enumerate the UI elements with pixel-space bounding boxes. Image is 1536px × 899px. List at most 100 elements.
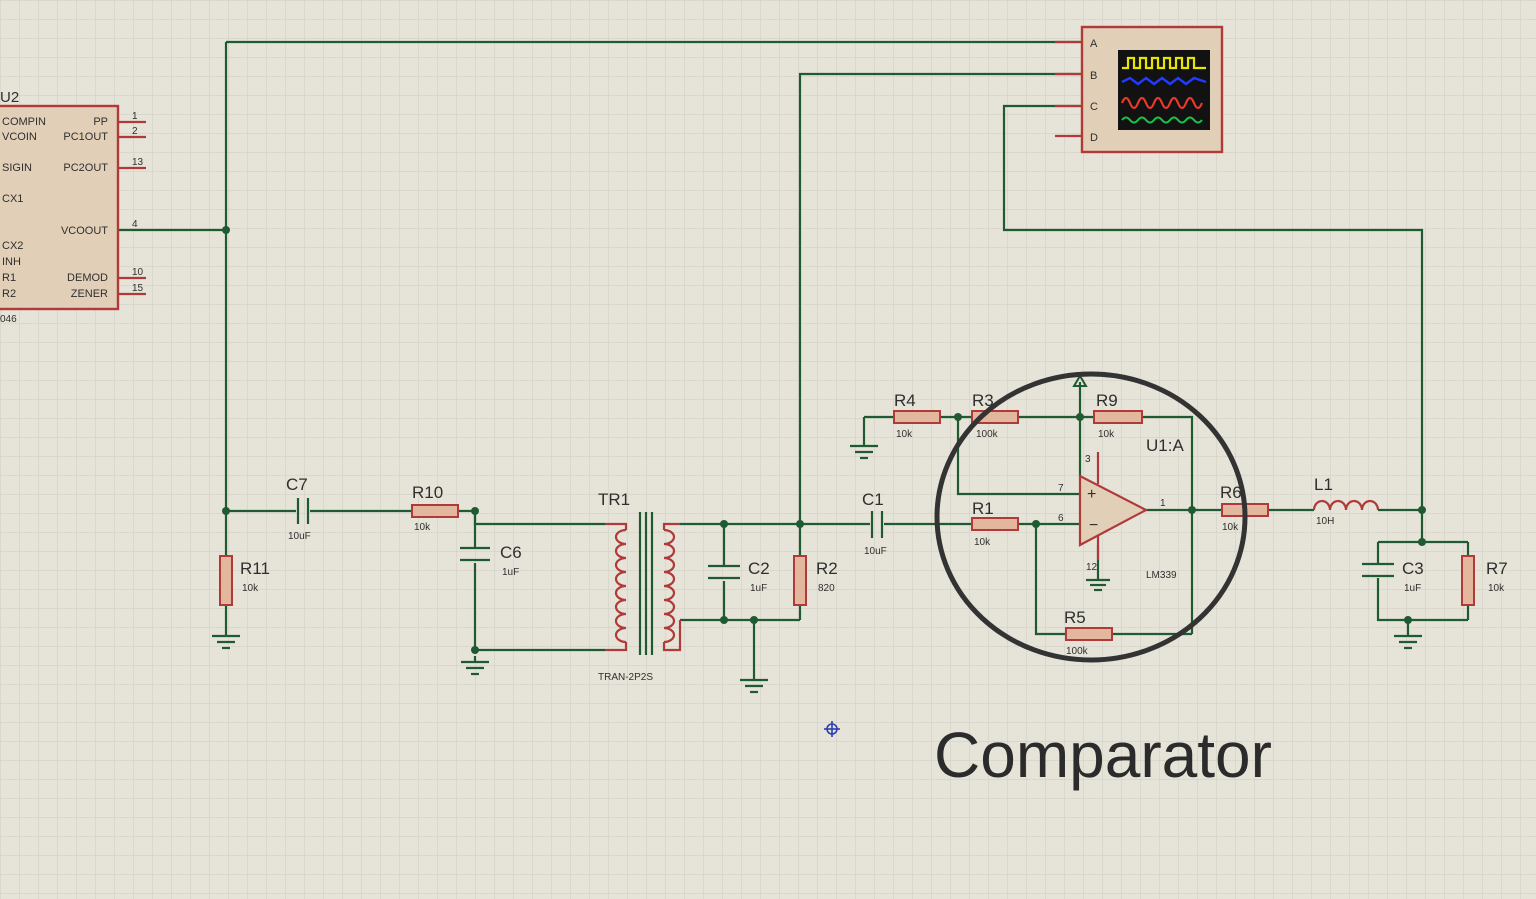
ic-u2-pinnum-13: 13	[132, 157, 144, 168]
capacitor-c6[interactable]: C6 1uF	[460, 543, 522, 578]
ic-u2-pinnum-2: 2	[132, 126, 138, 137]
ground-symbol	[740, 678, 768, 694]
r5-label: R5	[1064, 608, 1086, 627]
scope-trace-a	[1122, 56, 1206, 70]
r9-value: 10k	[1098, 429, 1115, 440]
r10-label: R10	[412, 483, 443, 502]
resistor-r7[interactable]: R7 10k	[1461, 555, 1508, 606]
c6-value: 1uF	[502, 567, 519, 578]
opamp-pin-minus: 6	[1058, 513, 1064, 524]
ic-u2-pinnum-1: 1	[132, 111, 138, 122]
u1a-label: U1:A	[1146, 436, 1184, 455]
capacitor-c7[interactable]: C7 10uF	[286, 475, 311, 542]
ic-u2-pinnum-4: 4	[132, 219, 138, 230]
ground-symbol	[212, 628, 240, 650]
c6-label: C6	[500, 543, 522, 562]
ic-u2-pinnum-15: 15	[132, 283, 144, 294]
opamp-u1a[interactable]: + − 7 6 1 3 12 U1:A LM339	[1058, 374, 1184, 581]
junctions	[222, 226, 1426, 654]
ic-u2-pin-sigin: SIGIN	[2, 162, 32, 174]
r4-label: R4	[894, 391, 916, 410]
ic-u2-part-suffix: 046	[0, 314, 17, 325]
scope-channel-d: D	[1090, 132, 1098, 144]
r6-value: 10k	[1222, 522, 1239, 533]
comparator-annotation: Comparator	[934, 719, 1272, 791]
r4-value: 10k	[896, 429, 913, 440]
ic-u2-pin-inh: INH	[2, 256, 21, 268]
ic-u2-pin-r2: R2	[2, 288, 16, 300]
r1-label: R1	[972, 499, 994, 518]
resistor-r10[interactable]: R10 10k	[411, 483, 459, 533]
opamp-supply-arrow	[1072, 374, 1088, 387]
tr1-label: TR1	[598, 490, 630, 509]
transformer-tr1[interactable]: TR1 TRAN-2P2S	[598, 490, 682, 683]
r9-label: R9	[1096, 391, 1118, 410]
oscilloscope[interactable]: A B C D	[1055, 25, 1224, 154]
resistor-r1[interactable]: R1 10k	[971, 499, 1019, 548]
opamp-pin-vcc: 3	[1085, 454, 1091, 465]
r1-value: 10k	[974, 537, 991, 548]
ground-symbol	[461, 656, 489, 676]
c7-label: C7	[286, 475, 308, 494]
comparator-highlight-circle	[934, 371, 1248, 663]
r2-value: 820	[818, 583, 835, 594]
ic-u2-pin-demod: DEMOD	[67, 272, 108, 284]
scope-trace-d	[1121, 116, 1203, 124]
ic-u2-pin-cx2: CX2	[2, 240, 23, 252]
r3-value: 100k	[976, 429, 999, 440]
tr1-value: TRAN-2P2S	[598, 672, 653, 683]
resistor-r9[interactable]: R9 10k	[1093, 391, 1143, 440]
r11-value: 10k	[242, 583, 259, 594]
scope-channel-c: C	[1090, 101, 1098, 113]
r7-value: 10k	[1488, 583, 1505, 594]
ground-symbol	[1394, 634, 1422, 650]
resistor-r5[interactable]: R5 100k	[1064, 608, 1113, 657]
opamp-minus-sign: −	[1089, 517, 1098, 534]
r6-label: R6	[1220, 483, 1242, 502]
opamp-pin-gnd: 12	[1086, 562, 1098, 573]
capacitor-c1[interactable]: C1 10uF	[862, 490, 887, 557]
l1-label: L1	[1314, 475, 1333, 494]
ground-symbol	[1086, 578, 1110, 592]
c2-label: C2	[748, 559, 770, 578]
r7-label: R7	[1486, 559, 1508, 578]
ic-u2-pin-vcoout: VCOOUT	[61, 225, 108, 237]
r5-value: 100k	[1066, 646, 1089, 657]
scope-channel-b: B	[1090, 70, 1097, 82]
resistor-r2[interactable]: R2 820	[793, 555, 838, 606]
u1a-value: LM339	[1146, 570, 1177, 581]
capacitor-c2[interactable]: C2 1uF	[708, 559, 770, 594]
ic-u2-pin-pc2out: PC2OUT	[63, 162, 108, 174]
l1-value: 10H	[1316, 516, 1334, 527]
r10-value: 10k	[414, 522, 431, 533]
ic-u2-pin-pp: PP	[93, 116, 108, 128]
ground-symbol	[850, 444, 878, 460]
wires	[118, 40, 1470, 680]
ic-u2-pin-pc1out: PC1OUT	[63, 131, 108, 143]
ic-u2-pin-cx1: CX1	[2, 193, 23, 205]
ic-u2-label: U2	[0, 89, 19, 106]
resistor-r11[interactable]: R11 10k	[219, 555, 270, 606]
c1-value: 10uF	[864, 546, 887, 557]
scope-channel-a: A	[1090, 38, 1098, 50]
crosshair-cursor-icon	[824, 721, 840, 737]
c2-value: 1uF	[750, 583, 767, 594]
ic-u2-pin-r1: R1	[2, 272, 16, 284]
scope-trace-c	[1120, 96, 1204, 110]
ic-u2[interactable]: U2 COMPIN VCOIN SIGIN CX1 CX2 INH R1 R2 …	[0, 89, 146, 325]
capacitor-c3[interactable]: C3 1uF	[1362, 559, 1424, 594]
ic-u2-pin-zener: ZENER	[71, 288, 108, 300]
ic-u2-pinnum-10: 10	[132, 267, 144, 278]
ic-u2-pin-vcoin: VCOIN	[2, 131, 37, 143]
ic-u2-pin-compin: COMPIN	[2, 116, 46, 128]
c1-label: C1	[862, 490, 884, 509]
inductor-l1[interactable]: L1 10H	[1312, 475, 1380, 527]
opamp-plus-sign: +	[1087, 486, 1096, 503]
c7-value: 10uF	[288, 531, 311, 542]
opamp-pin-out: 1	[1160, 498, 1166, 509]
resistor-r4[interactable]: R4 10k	[893, 391, 941, 440]
scope-trace-b	[1121, 76, 1207, 86]
c3-value: 1uF	[1404, 583, 1421, 594]
